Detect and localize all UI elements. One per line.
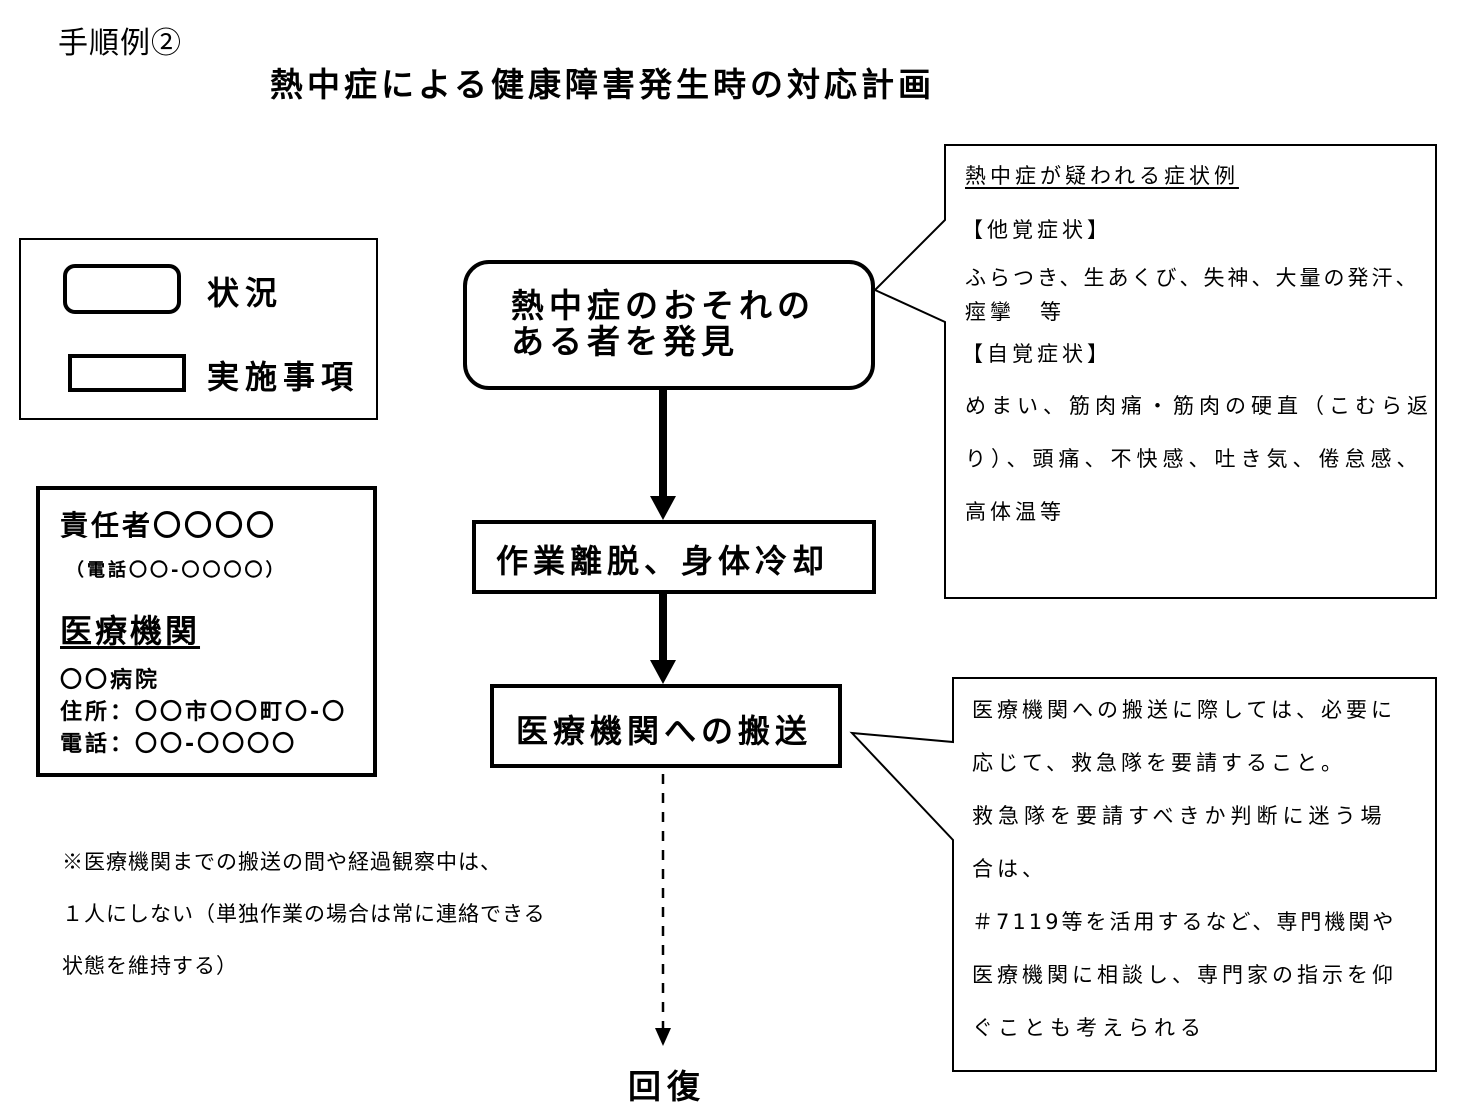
procedure-example-label: 手順例② xyxy=(58,26,182,61)
situation-node-text: 熱中症のおそれの ある者を発見 xyxy=(511,288,815,360)
transport-advice-line-6: 医療機関に相談し、専門家の指示を仰 xyxy=(972,963,1397,987)
responsible-person: 責任者〇〇〇〇 xyxy=(60,509,278,542)
action-node-remove-and-cool: 作業離脱、身体冷却 xyxy=(472,520,876,594)
subjective-symptoms-line-1: めまい、筋肉痛・筋肉の硬直（こむら返 xyxy=(965,394,1433,418)
legend-action-shape xyxy=(68,354,186,392)
dashed-arrowhead xyxy=(655,1028,671,1046)
note-line-2: １人にしない（単独作業の場合は常に連絡できる xyxy=(62,902,546,926)
transport-advice-line-3: 救急隊を要請すべきか判断に迷う場 xyxy=(972,804,1387,828)
legend-box: 状況 実施事項 xyxy=(19,238,378,420)
transport-advice-line-5: ＃7119等を活用するなど、専門機関や xyxy=(972,910,1397,934)
arrowhead-1 xyxy=(650,496,676,520)
transport-advice-line-2: 応じて、救急隊を要請すること。 xyxy=(972,751,1346,775)
action-node-transport: 医療機関への搬送 xyxy=(490,684,842,768)
hospital-name: 〇〇病院 xyxy=(60,668,161,693)
subjective-symptoms-label: 【自覚症状】 xyxy=(962,342,1112,366)
transport-advice-line-7: ぐことも考えられる xyxy=(972,1016,1206,1040)
situation-line-1: 熱中症のおそれの xyxy=(511,286,815,325)
arrowhead-2 xyxy=(650,660,676,684)
responsible-phone: （電話〇〇-〇〇〇〇） xyxy=(66,560,287,581)
situation-node-discovery: 熱中症のおそれの ある者を発見 xyxy=(463,260,875,390)
note-line-1: ※医療機関までの搬送の間や経過観察中は、 xyxy=(62,850,502,874)
note-line-3: 状態を維持する） xyxy=(62,954,238,978)
contact-info-box: 責任者〇〇〇〇 （電話〇〇-〇〇〇〇） 医療機関 〇〇病院 住所：〇〇市〇〇町〇… xyxy=(36,486,377,777)
subjective-symptoms-line-3: 高体温等 xyxy=(965,500,1065,524)
medical-institution-heading: 医療機関 xyxy=(60,612,201,650)
objective-symptoms-line-2: 痙攣 等 xyxy=(965,300,1065,324)
hospital-address: 住所：〇〇市〇〇町〇-〇 xyxy=(60,700,348,725)
legend-situation-label: 状況 xyxy=(207,274,284,312)
hospital-phone: 電話：〇〇-〇〇〇〇 xyxy=(60,732,298,757)
symptoms-callout-frame xyxy=(873,144,1437,599)
transport-advice-line-1: 医療機関への搬送に際しては、必要に xyxy=(972,698,1396,722)
transport-callout-frame xyxy=(849,677,1437,1072)
action-node-text: 医療機関への搬送 xyxy=(516,712,813,750)
objective-symptoms-label: 【他覚症状】 xyxy=(962,218,1112,242)
transport-advice-line-4: 合は、 xyxy=(972,857,1047,881)
action-node-text: 作業離脱、身体冷却 xyxy=(496,542,830,580)
objective-symptoms-line-1: ふらつき、生あくび、失神、大量の発汗、 xyxy=(965,266,1420,290)
situation-line-2: ある者を発見 xyxy=(511,322,739,361)
subjective-symptoms-line-2: り）、頭痛、不快感、吐き気、倦怠感、 xyxy=(965,447,1423,471)
legend-situation-shape xyxy=(63,264,181,314)
legend-action-label: 実施事項 xyxy=(207,358,360,396)
page-title: 熱中症による健康障害発生時の対応計画 xyxy=(270,65,936,104)
outcome-recovery: 回復 xyxy=(628,1067,706,1106)
symptoms-heading: 熱中症が疑われる症状例 xyxy=(965,164,1239,188)
